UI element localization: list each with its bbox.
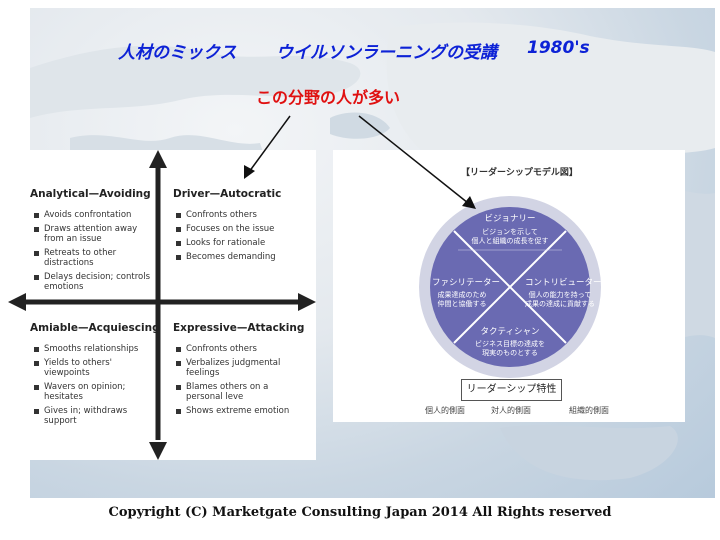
segment-contributor-title: コントリビューター bbox=[525, 278, 602, 288]
quadrant-list-analytical: Avoids confrontation Draws attention awa… bbox=[34, 210, 150, 296]
list-item: Becomes demanding bbox=[176, 252, 306, 262]
leadership-model-panel: 【リーダーシップモデル図】 ビジョナリー ビジョンを示して 個人と組織の成長を促… bbox=[333, 150, 685, 422]
list-item: Confronts others bbox=[176, 344, 306, 354]
title-talent-mix: 人材のミックス bbox=[118, 43, 237, 63]
list-item: Blames others on a personal leve bbox=[176, 382, 306, 402]
list-item: Wavers on opinion; hesitates bbox=[34, 382, 150, 402]
leadership-circle-diagram bbox=[419, 196, 601, 378]
segment-visionary-title: ビジョナリー bbox=[484, 214, 536, 224]
segment-contributor-desc: 個人の能力を持って 成果の達成に貢献する bbox=[525, 291, 595, 308]
copyright-footer: Copyright (C) Marketgate Consulting Japa… bbox=[108, 505, 612, 520]
subtitle-many-people: この分野の人が多い bbox=[256, 88, 401, 107]
quadrant-axes bbox=[8, 150, 316, 460]
list-item: Delays decision; controls emotions bbox=[34, 272, 150, 292]
level-individual: 個人的側面 bbox=[425, 406, 465, 415]
level-organizational: 組織的側面 bbox=[569, 406, 609, 415]
title-wilson-learning: ウイルソンラーニングの受講 bbox=[276, 43, 497, 63]
leadership-trait-label: リーダーシップ特性 bbox=[461, 379, 562, 401]
list-item: Avoids confrontation bbox=[34, 210, 150, 220]
social-style-quadrant-panel: Analytical—Avoiding Avoids confrontation… bbox=[8, 150, 316, 460]
segment-tactician-desc: ビジネス目標の達成を 現実のものとする bbox=[475, 340, 545, 357]
quadrant-title-analytical: Analytical—Avoiding bbox=[30, 188, 151, 200]
list-item: Focuses on the issue bbox=[176, 224, 306, 234]
segment-facilitator-desc: 成果達成のため 仲間と協働する bbox=[437, 291, 487, 308]
list-item: Retreats to other distractions bbox=[34, 248, 150, 268]
list-item: Yields to others' viewpoints bbox=[34, 358, 150, 378]
list-item: Smooths relationships bbox=[34, 344, 150, 354]
list-item: Looks for rationale bbox=[176, 238, 306, 248]
list-item: Draws attention away from an issue bbox=[34, 224, 150, 244]
segment-facilitator-title: ファシリテーター bbox=[432, 278, 501, 288]
list-item: Shows extreme emotion bbox=[176, 406, 306, 416]
list-item: Confronts others bbox=[176, 210, 306, 220]
quadrant-title-driver: Driver—Autocratic bbox=[173, 188, 282, 200]
leadership-model-title: 【リーダーシップモデル図】 bbox=[461, 168, 578, 178]
quadrant-list-amiable: Smooths relationships Yields to others' … bbox=[34, 344, 150, 430]
quadrant-list-driver: Confronts others Focuses on the issue Lo… bbox=[176, 210, 306, 266]
segment-tactician-title: タクティシャン bbox=[480, 327, 540, 337]
quadrant-list-expressive: Confronts others Verbalizes judgmental f… bbox=[176, 344, 306, 420]
quadrant-title-amiable: Amiable—Acquiescing bbox=[30, 322, 160, 334]
level-interpersonal: 対人的側面 bbox=[491, 406, 531, 415]
segment-visionary-desc: ビジョンを示して 個人と組織の成長を促す bbox=[471, 228, 549, 245]
title-decade: 1980's bbox=[527, 38, 590, 58]
list-item: Gives in; withdraws support bbox=[34, 406, 150, 426]
list-item: Verbalizes judgmental feelings bbox=[176, 358, 306, 378]
quadrant-title-expressive: Expressive—Attacking bbox=[173, 322, 305, 334]
